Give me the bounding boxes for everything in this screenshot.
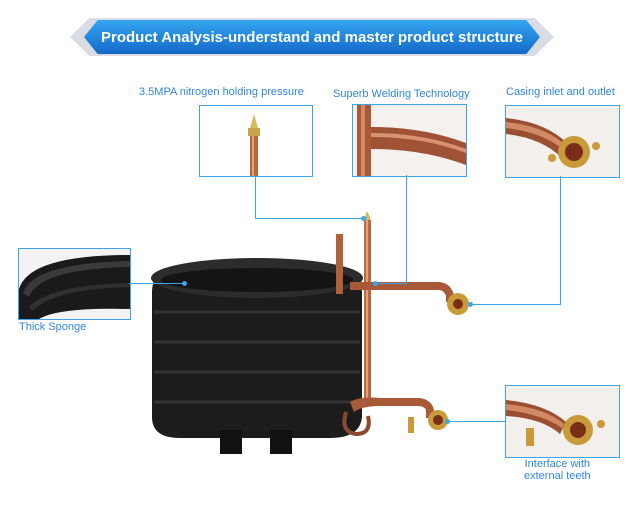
connector-casing-v — [560, 176, 561, 304]
label-sponge: Thick Sponge — [19, 321, 87, 333]
label-welding: Superb Welding Technology — [333, 88, 470, 100]
heat-exchanger-image — [151, 212, 469, 454]
banner-title: Product Analysis-understand and master p… — [84, 20, 540, 54]
label-interface-line2: external teeth — [524, 470, 591, 482]
connector-welding-v — [406, 175, 407, 283]
connector-nitrogen-dot — [361, 216, 366, 221]
detail-box-sponge — [18, 248, 131, 320]
connector-welding-h — [376, 283, 407, 284]
interface-detail-image — [506, 386, 619, 457]
connector-nitrogen-v — [255, 175, 256, 219]
valve-detail-image — [248, 114, 260, 176]
connector-sponge-dot — [182, 281, 187, 286]
label-nitrogen: 3.5MPA nitrogen holding pressure — [139, 86, 304, 98]
connector-nitrogen-h — [255, 218, 363, 219]
connector-casing-h — [470, 304, 561, 305]
casing-detail-image — [506, 106, 619, 177]
detail-box-casing — [505, 105, 620, 178]
detail-box-nitrogen — [199, 105, 313, 177]
connector-casing-dot — [468, 302, 473, 307]
welding-detail-image — [353, 105, 466, 176]
connector-interface-dot — [445, 419, 450, 424]
connector-sponge — [129, 283, 184, 284]
detail-box-welding — [352, 104, 467, 177]
label-casing: Casing inlet and outlet — [506, 86, 615, 98]
connector-interface — [447, 421, 505, 422]
sponge-detail-image — [19, 249, 130, 319]
label-interface: Interface with external teeth — [524, 458, 591, 482]
label-interface-line1: Interface with — [524, 458, 591, 470]
detail-box-interface — [505, 385, 620, 458]
title-banner: Product Analysis-understand and master p… — [70, 14, 554, 60]
connector-welding-dot — [373, 281, 378, 286]
